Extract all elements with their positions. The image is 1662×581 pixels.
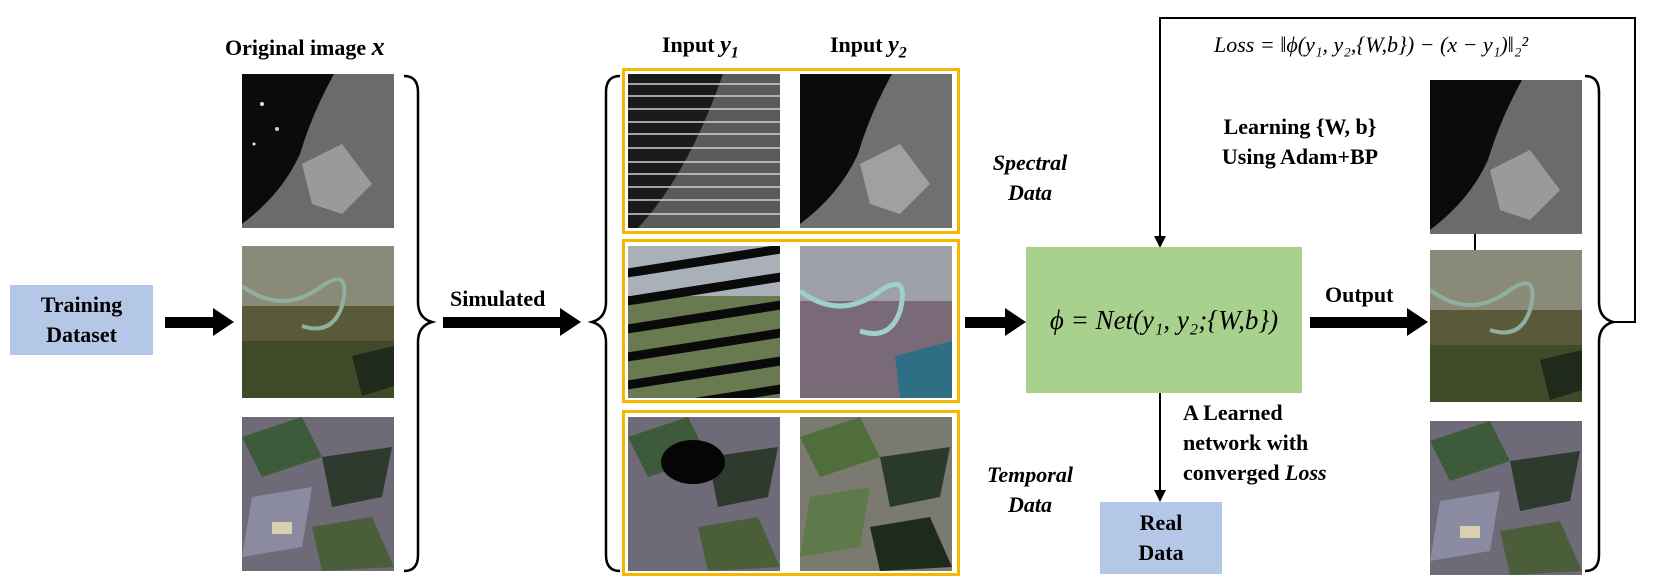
training-line2: Dataset bbox=[46, 322, 117, 347]
output-image-fields bbox=[1430, 421, 1582, 575]
input-y1-label: Input y1 bbox=[662, 32, 739, 62]
training-line1: Training bbox=[40, 292, 123, 317]
arrow-to-net bbox=[965, 308, 1026, 336]
group-box-spectral-color bbox=[622, 239, 960, 403]
learning-text: Learning {W, b} Using Adam+BP bbox=[1221, 114, 1379, 169]
output-label: Output bbox=[1325, 282, 1394, 307]
spectral-data-label: Spectral Data bbox=[992, 150, 1068, 205]
output-image-nighttime bbox=[1430, 80, 1582, 234]
brace-original bbox=[403, 74, 437, 573]
temporal-data-label: Temporal Data bbox=[987, 462, 1073, 517]
original-image-fields bbox=[242, 417, 394, 571]
loss-equation: Loss = ‖ϕ(y₁, y₂,{W,b}) − (x − y₁)‖₂² bbox=[1214, 32, 1529, 57]
learned-network-text: A Learned network with converged Loss bbox=[1183, 400, 1327, 485]
original-image-river bbox=[242, 246, 394, 398]
feedback-line bbox=[1159, 17, 1636, 323]
arrow-training-to-original bbox=[165, 308, 234, 336]
input-y1-cloud-fields bbox=[628, 417, 780, 571]
input-y2-color bbox=[800, 246, 952, 398]
input-y2-label: Input y2 bbox=[830, 32, 907, 62]
original-image-nighttime bbox=[242, 74, 394, 228]
network-box: ϕ = Net(y₁, y₂;{W,b}) bbox=[1026, 247, 1302, 393]
original-image-label: Original image x bbox=[225, 32, 385, 61]
training-dataset-box: Training Dataset bbox=[10, 285, 153, 355]
brace-output bbox=[1584, 74, 1618, 573]
brace-inputs bbox=[587, 74, 621, 573]
input-y2-fields bbox=[800, 417, 952, 571]
input-y1-striped-gray bbox=[628, 74, 780, 228]
network-equation: ϕ = Net(y₁, y₂;{W,b}) bbox=[1049, 304, 1279, 335]
simulated-label: Simulated bbox=[450, 286, 546, 311]
real-data-box: Real Data bbox=[1100, 502, 1222, 574]
group-box-spectral-gray bbox=[622, 68, 960, 234]
input-y1-striped-color bbox=[628, 246, 780, 398]
input-y2-gray bbox=[800, 74, 952, 228]
group-box-temporal bbox=[622, 410, 960, 576]
arrow-simulated bbox=[443, 308, 581, 336]
output-image-river bbox=[1430, 250, 1582, 402]
arrow-output bbox=[1310, 308, 1428, 336]
